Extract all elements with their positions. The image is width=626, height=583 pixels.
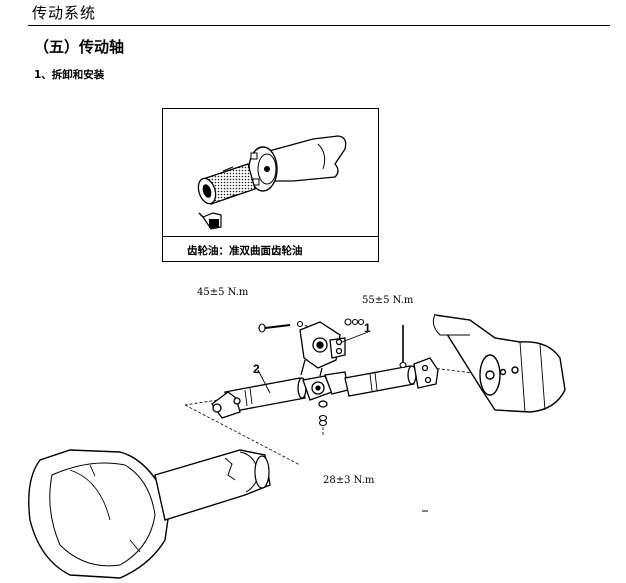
inset-figure: 齿轮油：准双曲面齿轮油 bbox=[162, 108, 379, 262]
yoke-lubrication-illustration bbox=[197, 135, 347, 230]
differential-housing bbox=[432, 314, 566, 413]
torque-label-center: 28±3 N.m bbox=[323, 475, 375, 486]
fasteners bbox=[258, 318, 407, 427]
front-propeller-shaft bbox=[211, 377, 307, 419]
rear-flange bbox=[413, 357, 439, 389]
gear-oil-caption: 齿轮油：准双曲面齿轮油 bbox=[187, 245, 303, 257]
header-divider bbox=[28, 25, 610, 26]
part-number-1: 1 bbox=[364, 321, 371, 335]
driveshaft-exploded-diagram bbox=[28, 314, 566, 579]
part-number-2: 2 bbox=[253, 362, 260, 376]
rear-propeller-shaft bbox=[344, 365, 417, 397]
inset-caption-row: 齿轮油：准双曲面齿轮油 bbox=[163, 236, 378, 262]
torque-label-bolt: 45±5 N.m bbox=[197, 287, 249, 298]
transmission-housing bbox=[28, 449, 271, 579]
center-support-bearing bbox=[299, 321, 346, 377]
section-title: （五）传动轴 bbox=[34, 38, 125, 56]
center-universal-joint bbox=[302, 371, 349, 408]
subsection-title: 1、拆卸和安装 bbox=[34, 69, 105, 81]
leader-lines bbox=[257, 331, 369, 394]
page-header-title: 传动系统 bbox=[32, 4, 97, 22]
torque-label-flange: 55±5 N.m bbox=[362, 295, 414, 306]
